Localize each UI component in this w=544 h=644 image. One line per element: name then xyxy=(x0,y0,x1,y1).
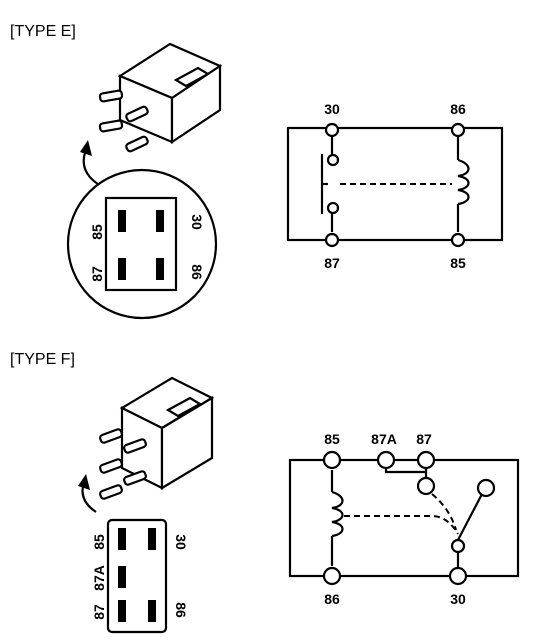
type-f-pin-view xyxy=(106,518,168,634)
type-e-pin-86: 86 xyxy=(189,264,205,280)
type-e-pin-87: 87 xyxy=(89,266,105,282)
type-e-pin-view xyxy=(66,168,218,320)
type-f-pin-87: 87 xyxy=(91,604,107,620)
type-f-arrow-head xyxy=(78,474,90,490)
type-f-term-87a: 87A xyxy=(371,431,397,447)
type-f-term-87: 87 xyxy=(416,431,432,447)
type-f-term-85: 85 xyxy=(324,431,340,447)
type-e-title: [TYPE E] xyxy=(10,23,76,40)
type-f-relay-body xyxy=(99,376,215,500)
type-f-pin-30: 30 xyxy=(173,534,189,550)
type-e-schematic xyxy=(286,122,504,248)
type-f-term-30: 30 xyxy=(450,591,466,607)
type-e-pin-30: 30 xyxy=(189,214,205,230)
type-f-pin-87a: 87A xyxy=(91,565,107,591)
type-f-term-86: 86 xyxy=(324,591,340,607)
type-e-relay-body xyxy=(98,42,223,153)
type-e-term-30: 30 xyxy=(324,101,340,117)
type-f-pin-86: 86 xyxy=(173,602,189,618)
type-e-term-87: 87 xyxy=(324,255,340,271)
type-e-pin-85: 85 xyxy=(89,224,105,240)
type-e-arrow-head xyxy=(80,140,92,156)
type-f-pin-85: 85 xyxy=(91,534,107,550)
type-e-term-86: 86 xyxy=(450,101,466,117)
type-f-schematic xyxy=(288,450,520,586)
type-f-title: [TYPE F] xyxy=(10,351,75,368)
type-e-term-85: 85 xyxy=(450,255,466,271)
